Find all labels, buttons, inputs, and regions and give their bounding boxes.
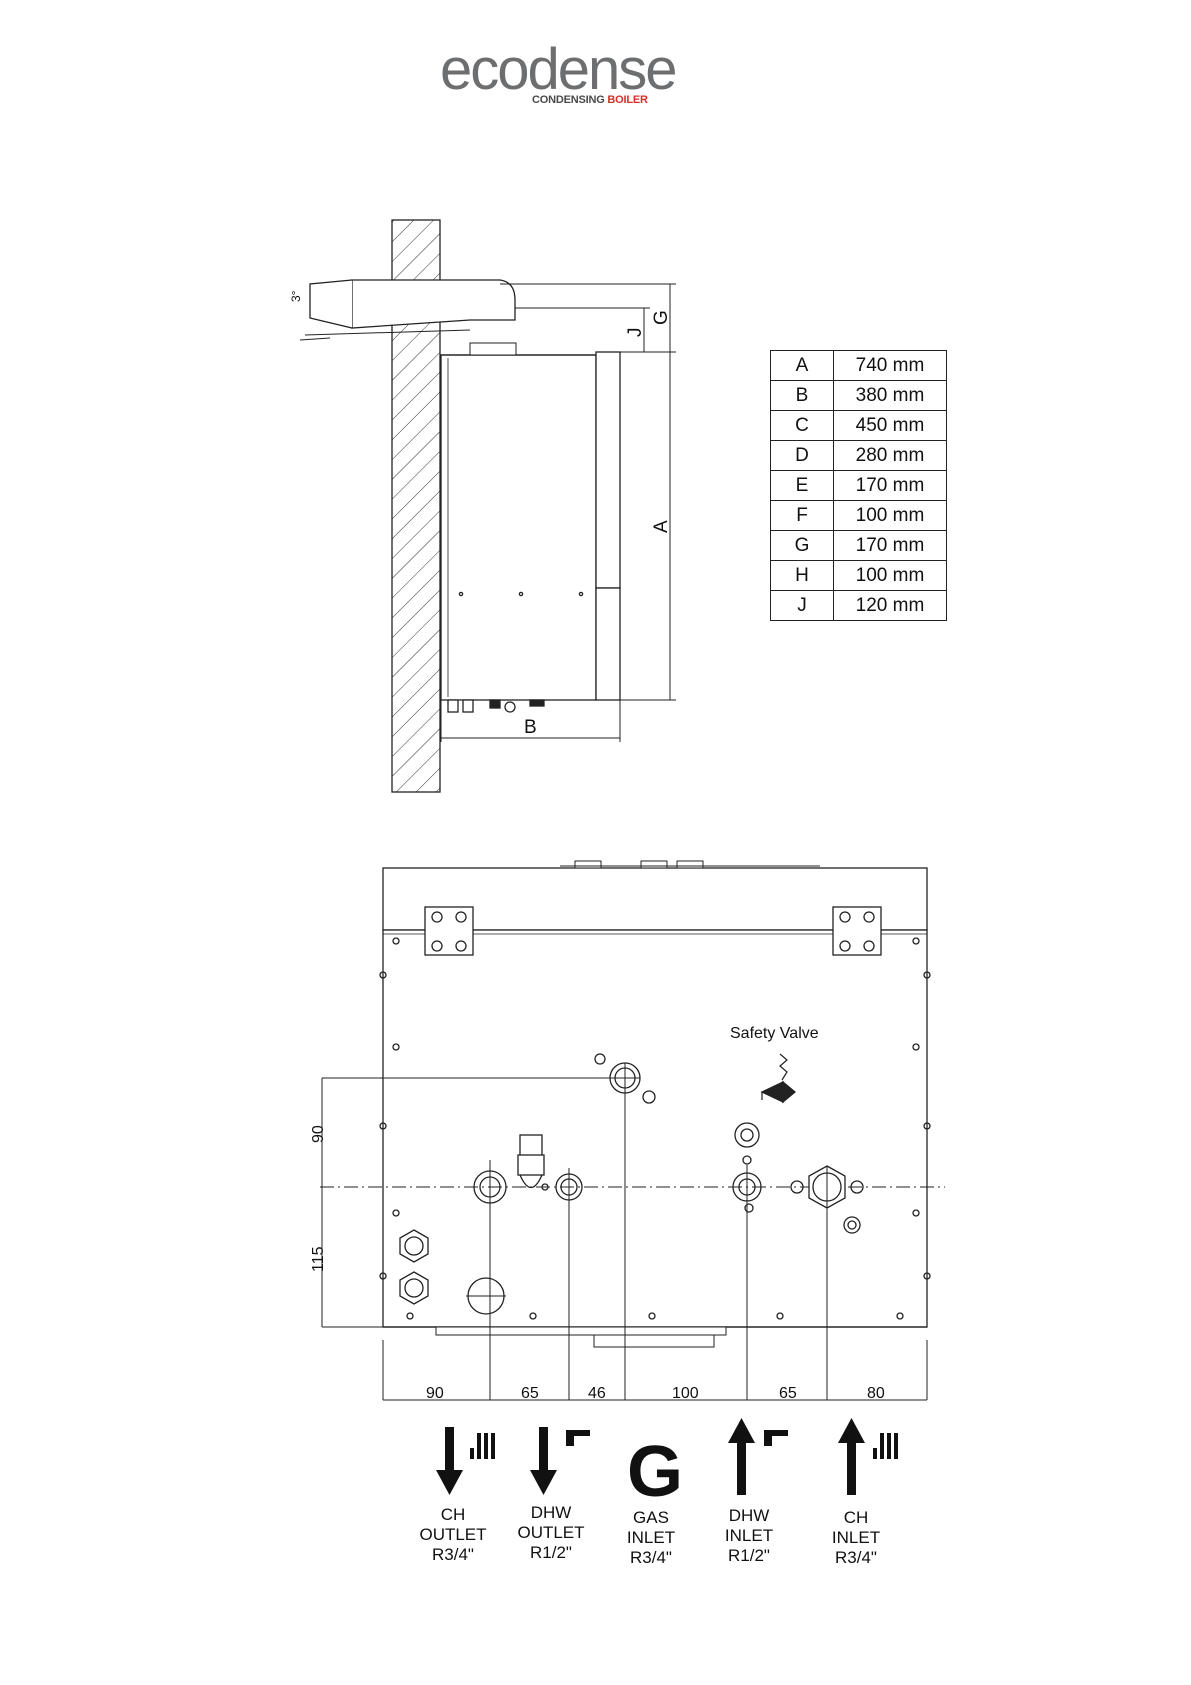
angle-label: 3° [289,290,303,302]
dim-key: D [771,441,834,471]
tap-icon [764,1430,788,1446]
connection-label-dhw-outlet: DHW OUTLET R1/2" [501,1503,601,1563]
boiler-body [441,355,596,700]
vdim-90: 90 [310,1125,327,1143]
dim-label-b: B [524,717,537,738]
tap-icon [566,1430,590,1446]
conn-line: INLET [806,1528,906,1548]
conn-line: OUTLET [403,1525,503,1545]
flue-pipe [352,280,515,328]
radiator-icon [470,1433,495,1459]
dim-key: H [771,561,834,591]
dim-key: G [771,531,834,561]
conn-line: R3/4" [806,1548,906,1568]
dim-value: 740 mm [834,351,947,381]
conn-line: CH [403,1505,503,1525]
dim-key: E [771,471,834,501]
conn-line: INLET [601,1528,701,1548]
conn-line: OUTLET [501,1523,601,1543]
dim-value: 120 mm [834,591,947,621]
arrow-up-icon [728,1418,755,1495]
conn-line: DHW [699,1506,799,1526]
dim-label-j: J [625,328,646,338]
connection-label-dhw-inlet: DHW INLET R1/2" [699,1506,799,1566]
conn-line: GAS [601,1508,701,1528]
arrow-down-icon [436,1427,463,1495]
arrow-up-icon [838,1418,865,1495]
conn-line: INLET [699,1526,799,1546]
gas-g-symbol: G [627,1432,683,1512]
side-view [300,220,676,792]
dim-value: 100 mm [834,501,947,531]
dim-value: 170 mm [834,471,947,501]
conn-line: R3/4" [601,1548,701,1568]
dim-key: B [771,381,834,411]
dim-value: 450 mm [834,411,947,441]
radiator-icon [873,1433,898,1459]
base-plate [383,930,927,1327]
dim-key: F [771,501,834,531]
dim-value: 380 mm [834,381,947,411]
dim-value: 170 mm [834,531,947,561]
dim-value: 100 mm [834,561,947,591]
connection-label-ch-inlet: CH INLET R3/4" [806,1508,906,1568]
dim-key: A [771,351,834,381]
dim-value: 280 mm [834,441,947,471]
vdim-115: 115 [310,1246,327,1272]
connection-label-ch-outlet: CH OUTLET R3/4" [403,1505,503,1565]
hdim-2: 65 [521,1385,539,1402]
dim-key: J [771,591,834,621]
conn-line: R3/4" [403,1545,503,1565]
hdim-5: 65 [779,1385,797,1402]
hdim-6: 80 [867,1385,885,1402]
conn-line: DHW [501,1503,601,1523]
connection-symbols: G [436,1418,898,1512]
hdim-1: 90 [426,1385,444,1402]
dim-key: C [771,411,834,441]
connection-label-gas-inlet: GAS INLET R3/4" [601,1508,701,1568]
dim-label-a: A [651,520,672,533]
bottom-view [320,861,945,1400]
conn-line: CH [806,1508,906,1528]
hdim-3: 46 [588,1385,606,1402]
dim-label-g: G [651,310,672,325]
conn-line: R1/2" [699,1546,799,1566]
hdim-4: 100 [672,1385,699,1402]
conn-line: R1/2" [501,1543,601,1563]
arrow-down-icon [530,1427,557,1495]
boiler-front-panel [596,352,620,588]
safety-valve-label: Safety Valve [730,1025,819,1042]
